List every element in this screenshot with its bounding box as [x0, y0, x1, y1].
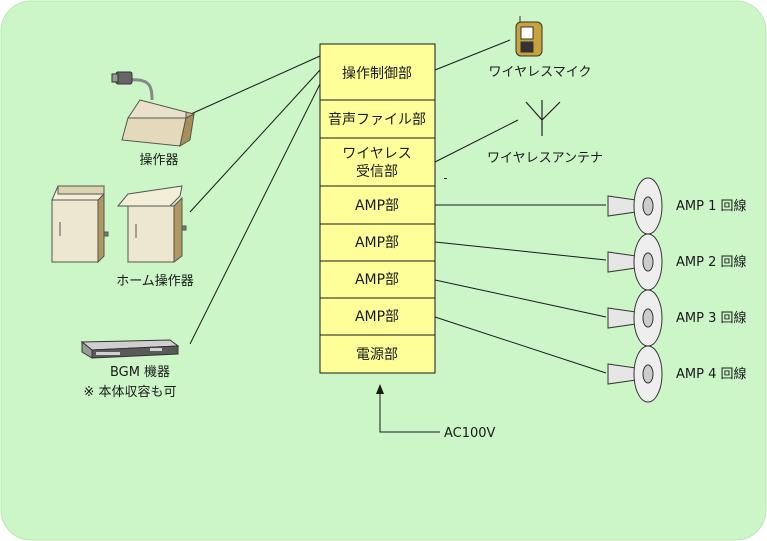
- connection-lines: [181, 39, 607, 433]
- unit-wireless-receiver: [319, 137, 436, 187]
- line-amp4: [434, 316, 607, 374]
- wireless-mic-label: ワイヤレスマイク: [489, 65, 592, 80]
- unit-amp-2: [319, 223, 436, 262]
- unit-labels: 操作制御部 音声ファイル部 ワイヤレス 受信部 AMP部 AMP部 AMP部 A…: [328, 66, 426, 363]
- unit-amp-3: [319, 260, 436, 299]
- line-console: [181, 55, 321, 119]
- line-power: [379, 392, 440, 433]
- speaker-label-2: AMP 2 回線: [676, 254, 747, 270]
- unit-amp-4-label: AMP部: [355, 309, 399, 325]
- unit-wireless-label-line1: ワイヤレス: [342, 146, 412, 162]
- line-amp3: [434, 279, 607, 318]
- unit-amp-2-label: AMP部: [355, 235, 399, 251]
- speaker-icon-3: [607, 289, 663, 347]
- unit-power-label: 電源部: [356, 347, 398, 363]
- wireless-antenna-label: ワイヤレスアンテナ: [487, 151, 603, 166]
- wireless-antenna-icon: [525, 100, 561, 136]
- unit-amp-4: [319, 297, 436, 336]
- bgm-note: ※ 本体収容も可: [83, 384, 176, 400]
- line-bgm: [189, 83, 321, 345]
- line-amp2: [434, 241, 607, 261]
- speaker-label-1: AMP 1 回線: [676, 198, 747, 214]
- unit-power: [319, 334, 436, 374]
- line-home-console: [189, 69, 321, 213]
- speaker-label-4: AMP 4 回線: [676, 366, 747, 382]
- console-label: 操作器: [139, 152, 178, 168]
- unit-amp-1: [319, 185, 436, 225]
- console-icon: [111, 71, 196, 148]
- stray-mark: [444, 178, 447, 179]
- wireless-mic-icon: [515, 16, 543, 57]
- power-input-label: AC100V: [444, 426, 496, 441]
- unit-amp-1-label: AMP部: [355, 198, 399, 214]
- home-console-label: ホーム操作器: [116, 273, 194, 289]
- bgm-label: BGM 機器: [110, 365, 170, 380]
- home-console-icon: [51, 185, 187, 264]
- speaker-icon-1: [607, 177, 663, 235]
- unit-control: [319, 43, 436, 101]
- speaker-icon-4: [607, 345, 663, 403]
- unit-control-label: 操作制御部: [342, 66, 412, 82]
- power-arrowhead: [376, 384, 384, 394]
- bgm-device-icon: [80, 339, 180, 359]
- unit-audio-file: [319, 99, 436, 139]
- unit-wireless-label-line2: 受信部: [356, 164, 398, 180]
- speaker-label-3: AMP 3 回線: [676, 310, 747, 326]
- unit-audio-file-label: 音声ファイル部: [328, 111, 426, 128]
- main-rack: [319, 43, 436, 374]
- speaker-icon-2: [607, 233, 663, 291]
- unit-amp-3-label: AMP部: [355, 272, 399, 288]
- line-antenna: [434, 119, 519, 163]
- line-mic: [434, 39, 511, 71]
